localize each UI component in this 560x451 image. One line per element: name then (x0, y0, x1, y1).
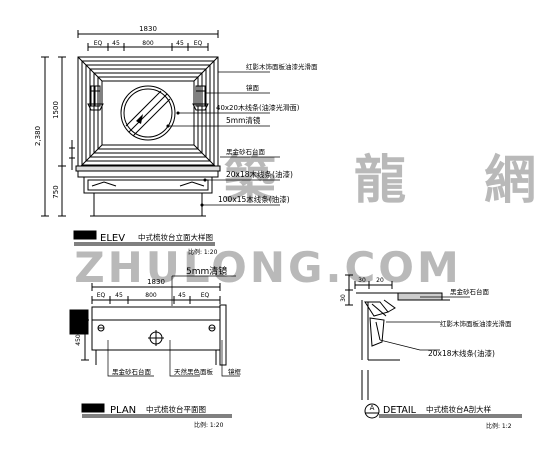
watermark: 築 龍 網 ZHULONG.COM (74, 151, 560, 292)
plan-counter-top (69, 304, 227, 366)
detail-section (356, 292, 450, 400)
plan-title-tag: PLAN (110, 405, 136, 416)
elevation-note: 20x18木线条(油漆) (226, 169, 293, 179)
detail-leaders (379, 296, 470, 351)
detail-dim: 20 (376, 277, 384, 284)
detail-dim: 30 (358, 277, 366, 284)
elevation-dim-part: 800 (142, 40, 154, 47)
watermark-cn: 築 龍 網 (224, 151, 560, 211)
detail-note: 红影木饰面板油漆光滑面 (440, 319, 512, 328)
detail-dim: 30 (340, 294, 347, 302)
elevation-counter (75, 165, 221, 217)
elevation-dim-part: 45 (112, 40, 120, 47)
detail-view: 30 20 30 黑金砂石台面 红影木饰面板油漆光滑面 20x18木线条(油漆) (340, 274, 522, 430)
plan-note-bottom: 黑金砂石台面 (112, 367, 152, 376)
elevation-note: 黑金砂石台面 (226, 147, 266, 156)
elevation-top-dimensions (77, 30, 219, 51)
detail-title (364, 403, 522, 419)
plan-title-cn: 中式梳妆台平面图 (146, 404, 206, 414)
elevation-title-cn: 中式梳妆台立面大样图 (138, 232, 213, 242)
elevation-note: 5mm清镜 (226, 115, 261, 125)
elevation-left-dimensions (41, 56, 75, 217)
plan-note-top: 5mm清镜 (186, 265, 227, 277)
plan-dim-side: 450 (75, 334, 82, 346)
detail-note: 20x18木线条(油漆) (428, 348, 495, 358)
elevation-leaders (166, 71, 280, 207)
plan-note-bottom: 镜框 (228, 367, 242, 376)
elevation-sconce-right (192, 85, 209, 111)
plan-dim-total-width: 1830 (147, 278, 165, 286)
plan-dim-part: EQ (201, 292, 210, 299)
plan-title (81, 403, 232, 418)
elevation-view: 1830 EQ 45 800 45 EQ 2,380 1500 750 (34, 25, 318, 256)
plan-sink (148, 330, 164, 346)
elevation-dim-part: EQ (194, 40, 203, 47)
plan-note-bottom: 天然黑色面板 (174, 367, 214, 376)
elevation-title-tag: ELEV (100, 233, 125, 244)
elevation-dim-part: 45 (176, 40, 184, 47)
elevation-dim-total-height: 2,380 (34, 126, 42, 146)
elevation-scale: 比例: 1:20 (188, 248, 218, 256)
elevation-dim-part: EQ (94, 40, 103, 47)
elevation-dim-lower-height: 750 (52, 185, 60, 198)
detail-title-cn: 中式梳妆台A剖大样 (426, 404, 492, 414)
plan-dim-part: 800 (145, 292, 157, 299)
detail-dimensions (345, 274, 393, 306)
elevation-sconce-left (87, 85, 104, 111)
plan-scale: 比例: 1:20 (194, 421, 224, 429)
elevation-dim-upper-height: 1500 (52, 101, 60, 119)
plan-dim-part: 45 (115, 292, 123, 299)
elevation-note: 红影木饰面板油漆光滑面 (246, 62, 318, 71)
elevation-note: 100x15木线条(油漆) (218, 194, 290, 204)
watermark-en: ZHULONG.COM (74, 243, 462, 292)
detail-scale: 比例: 1:2 (486, 422, 512, 430)
detail-note: 黑金砂石台面 (450, 287, 490, 296)
elevation-note: 40x20木线条(油漆光滑面) (216, 103, 300, 112)
elevation-title (73, 230, 215, 246)
plan-view: 5mm清镜 1830 EQ 45 800 45 EQ 450 (69, 265, 242, 429)
elevation-dim-total-width: 1830 (139, 25, 157, 33)
detail-title-marker: A (370, 404, 375, 412)
plan-dim-part: 45 (178, 292, 186, 299)
elevation-round-mirror (120, 85, 176, 141)
plan-dim-part: EQ (97, 292, 106, 299)
elevation-note: 镜面 (246, 83, 260, 92)
plan-leaders (107, 340, 240, 377)
detail-title-tag: DETAIL (383, 405, 417, 416)
